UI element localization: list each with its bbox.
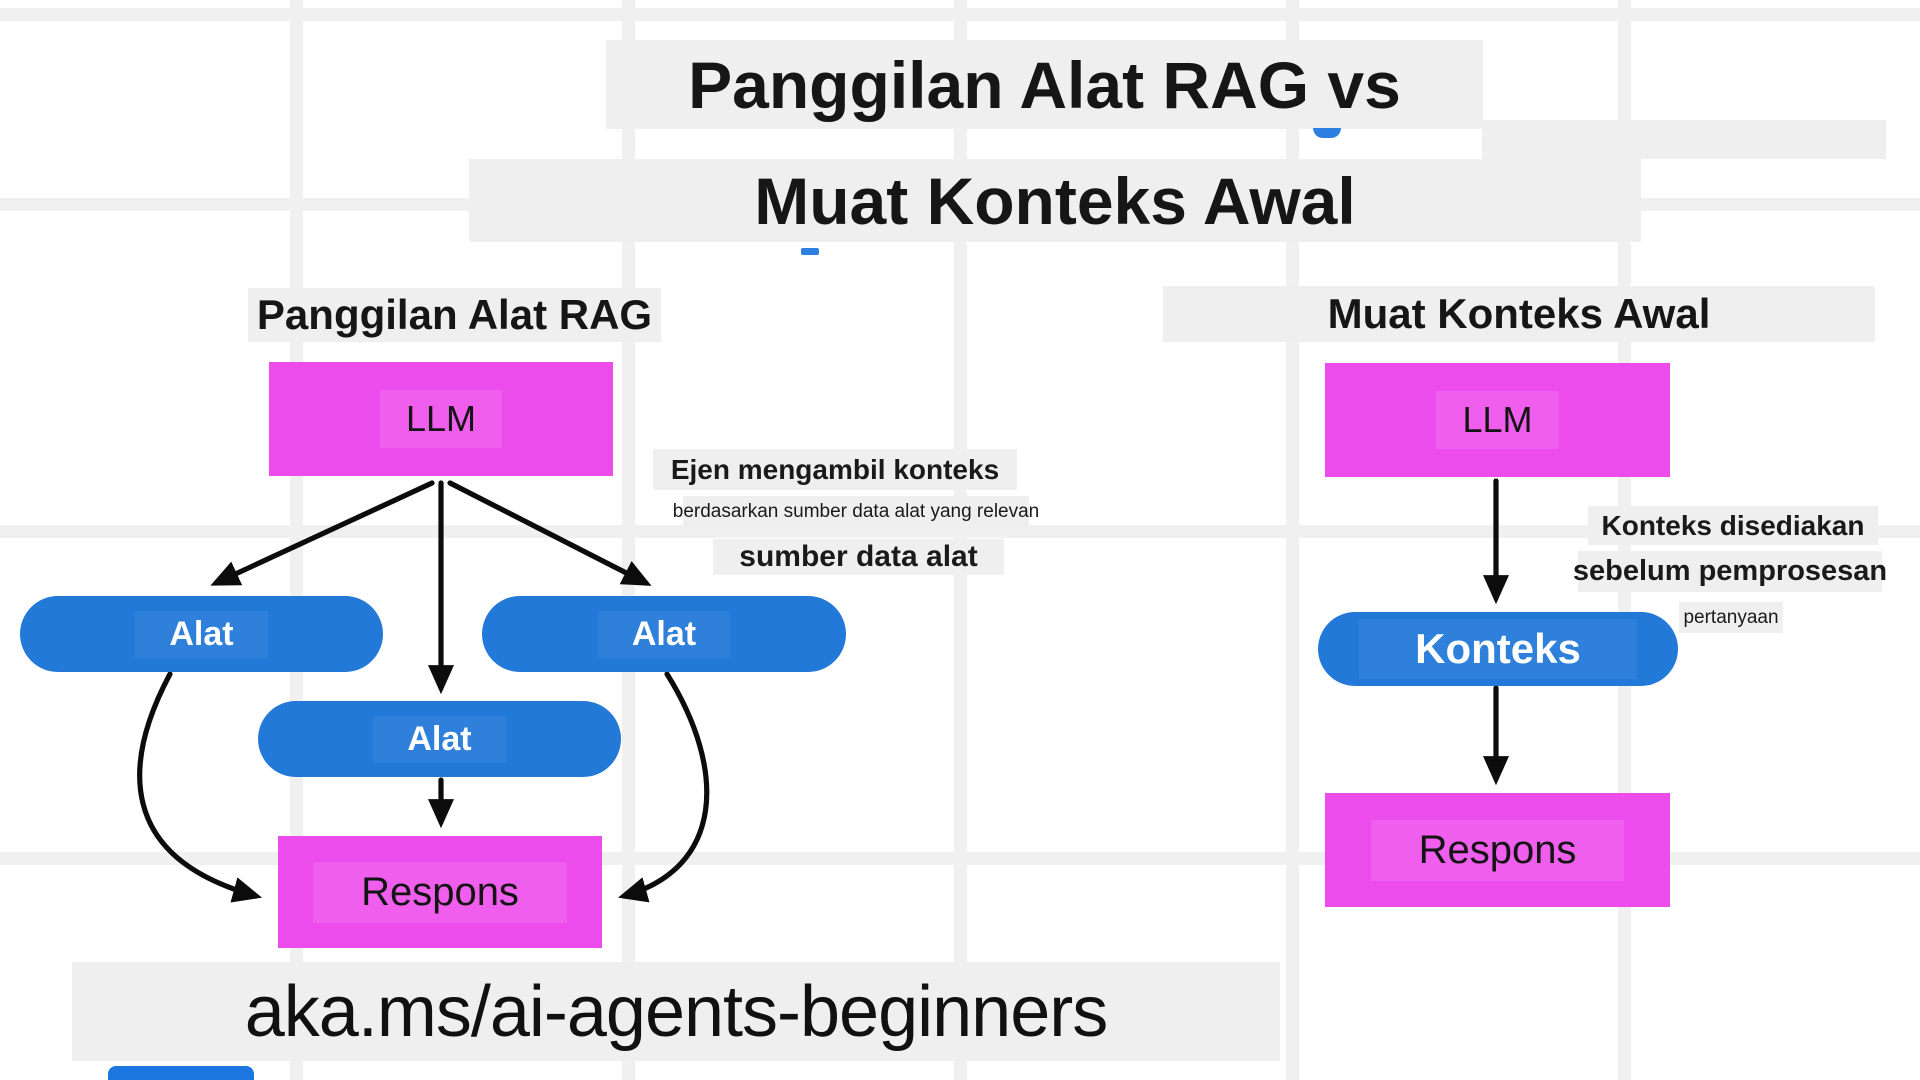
tool-node-right-label: Alat	[597, 610, 731, 658]
left-column-heading: Panggilan Alat RAG	[248, 288, 661, 342]
right-note-line-2: sebelum pemprosesan	[1573, 551, 1887, 592]
right-note-line-1-text: Konteks disediakan	[1601, 509, 1865, 541]
context-node: Konteks	[1318, 612, 1678, 686]
grid-line-vertical	[622, 0, 635, 1080]
tool-node-left-label: Alat	[135, 610, 268, 658]
left-response-label: Respons	[313, 861, 567, 923]
tool-node-left: Alat	[20, 596, 383, 672]
blue-underline-mark	[801, 248, 819, 255]
grid-line-vertical	[290, 0, 303, 1080]
main-title-line-2: Muat Konteks Awal	[469, 159, 1641, 242]
right-llm-label: LLM	[1436, 391, 1559, 449]
arrow-llm-to-tool-right	[447, 480, 652, 586]
main-title-line-1-text: Panggilan Alat RAG vs	[688, 47, 1401, 122]
footer-link-text: aka.ms/ai-agents-beginners	[244, 971, 1108, 1052]
right-response-node: Respons	[1325, 793, 1670, 907]
left-column-heading-text: Panggilan Alat RAG	[256, 291, 653, 338]
grid-line-vertical	[1286, 0, 1299, 1080]
left-llm-label: LLM	[379, 390, 503, 448]
arrow-tool-left-to-response	[137, 671, 263, 903]
arrow-llm-to-tool-left	[210, 480, 435, 586]
context-node-label: Konteks	[1359, 619, 1637, 679]
left-note-line-2: berdasarkan sumber data alat yang releva…	[673, 496, 1039, 528]
footer-link-banner: aka.ms/ai-agents-beginners	[72, 962, 1280, 1061]
arrow-tool-right-to-response	[617, 671, 710, 903]
main-title-line-1: Panggilan Alat RAG vs	[606, 40, 1483, 129]
right-column-heading-text: Muat Konteks Awal	[1327, 290, 1711, 337]
overlay-patch	[1482, 120, 1886, 159]
right-note-line-3-text: pertanyaan	[1683, 606, 1779, 628]
right-column-heading: Muat Konteks Awal	[1163, 286, 1875, 342]
grid-line-horizontal	[0, 525, 1920, 538]
bottom-edge-blue-shape	[108, 1066, 254, 1080]
tool-node-middle-label: Alat	[373, 715, 506, 763]
tool-node-middle: Alat	[258, 701, 621, 777]
left-llm-node: LLM	[269, 362, 613, 476]
right-note-line-2-text: sebelum pemprosesan	[1572, 555, 1888, 587]
right-llm-node: LLM	[1325, 363, 1670, 477]
tool-node-right: Alat	[482, 596, 846, 672]
left-note-line-2-text: berdasarkan sumber data alat yang releva…	[672, 501, 1040, 522]
right-response-label: Respons	[1370, 819, 1625, 881]
grid-line-horizontal	[0, 8, 1920, 21]
left-note-line-1: Ejen mengambil konteks	[653, 449, 1017, 490]
main-title-line-2-text: Muat Konteks Awal	[754, 163, 1356, 238]
left-response-node: Respons	[278, 836, 602, 948]
blue-underline-mark	[1313, 128, 1341, 138]
left-note-line-3: sumber data alat	[713, 539, 1004, 575]
left-note-line-1-text: Ejen mengambil konteks	[670, 453, 1000, 485]
right-note-line-3: pertanyaan	[1679, 602, 1783, 633]
right-note-line-1: Konteks disediakan	[1588, 506, 1878, 545]
left-note-line-3-text: sumber data alat	[739, 540, 978, 573]
